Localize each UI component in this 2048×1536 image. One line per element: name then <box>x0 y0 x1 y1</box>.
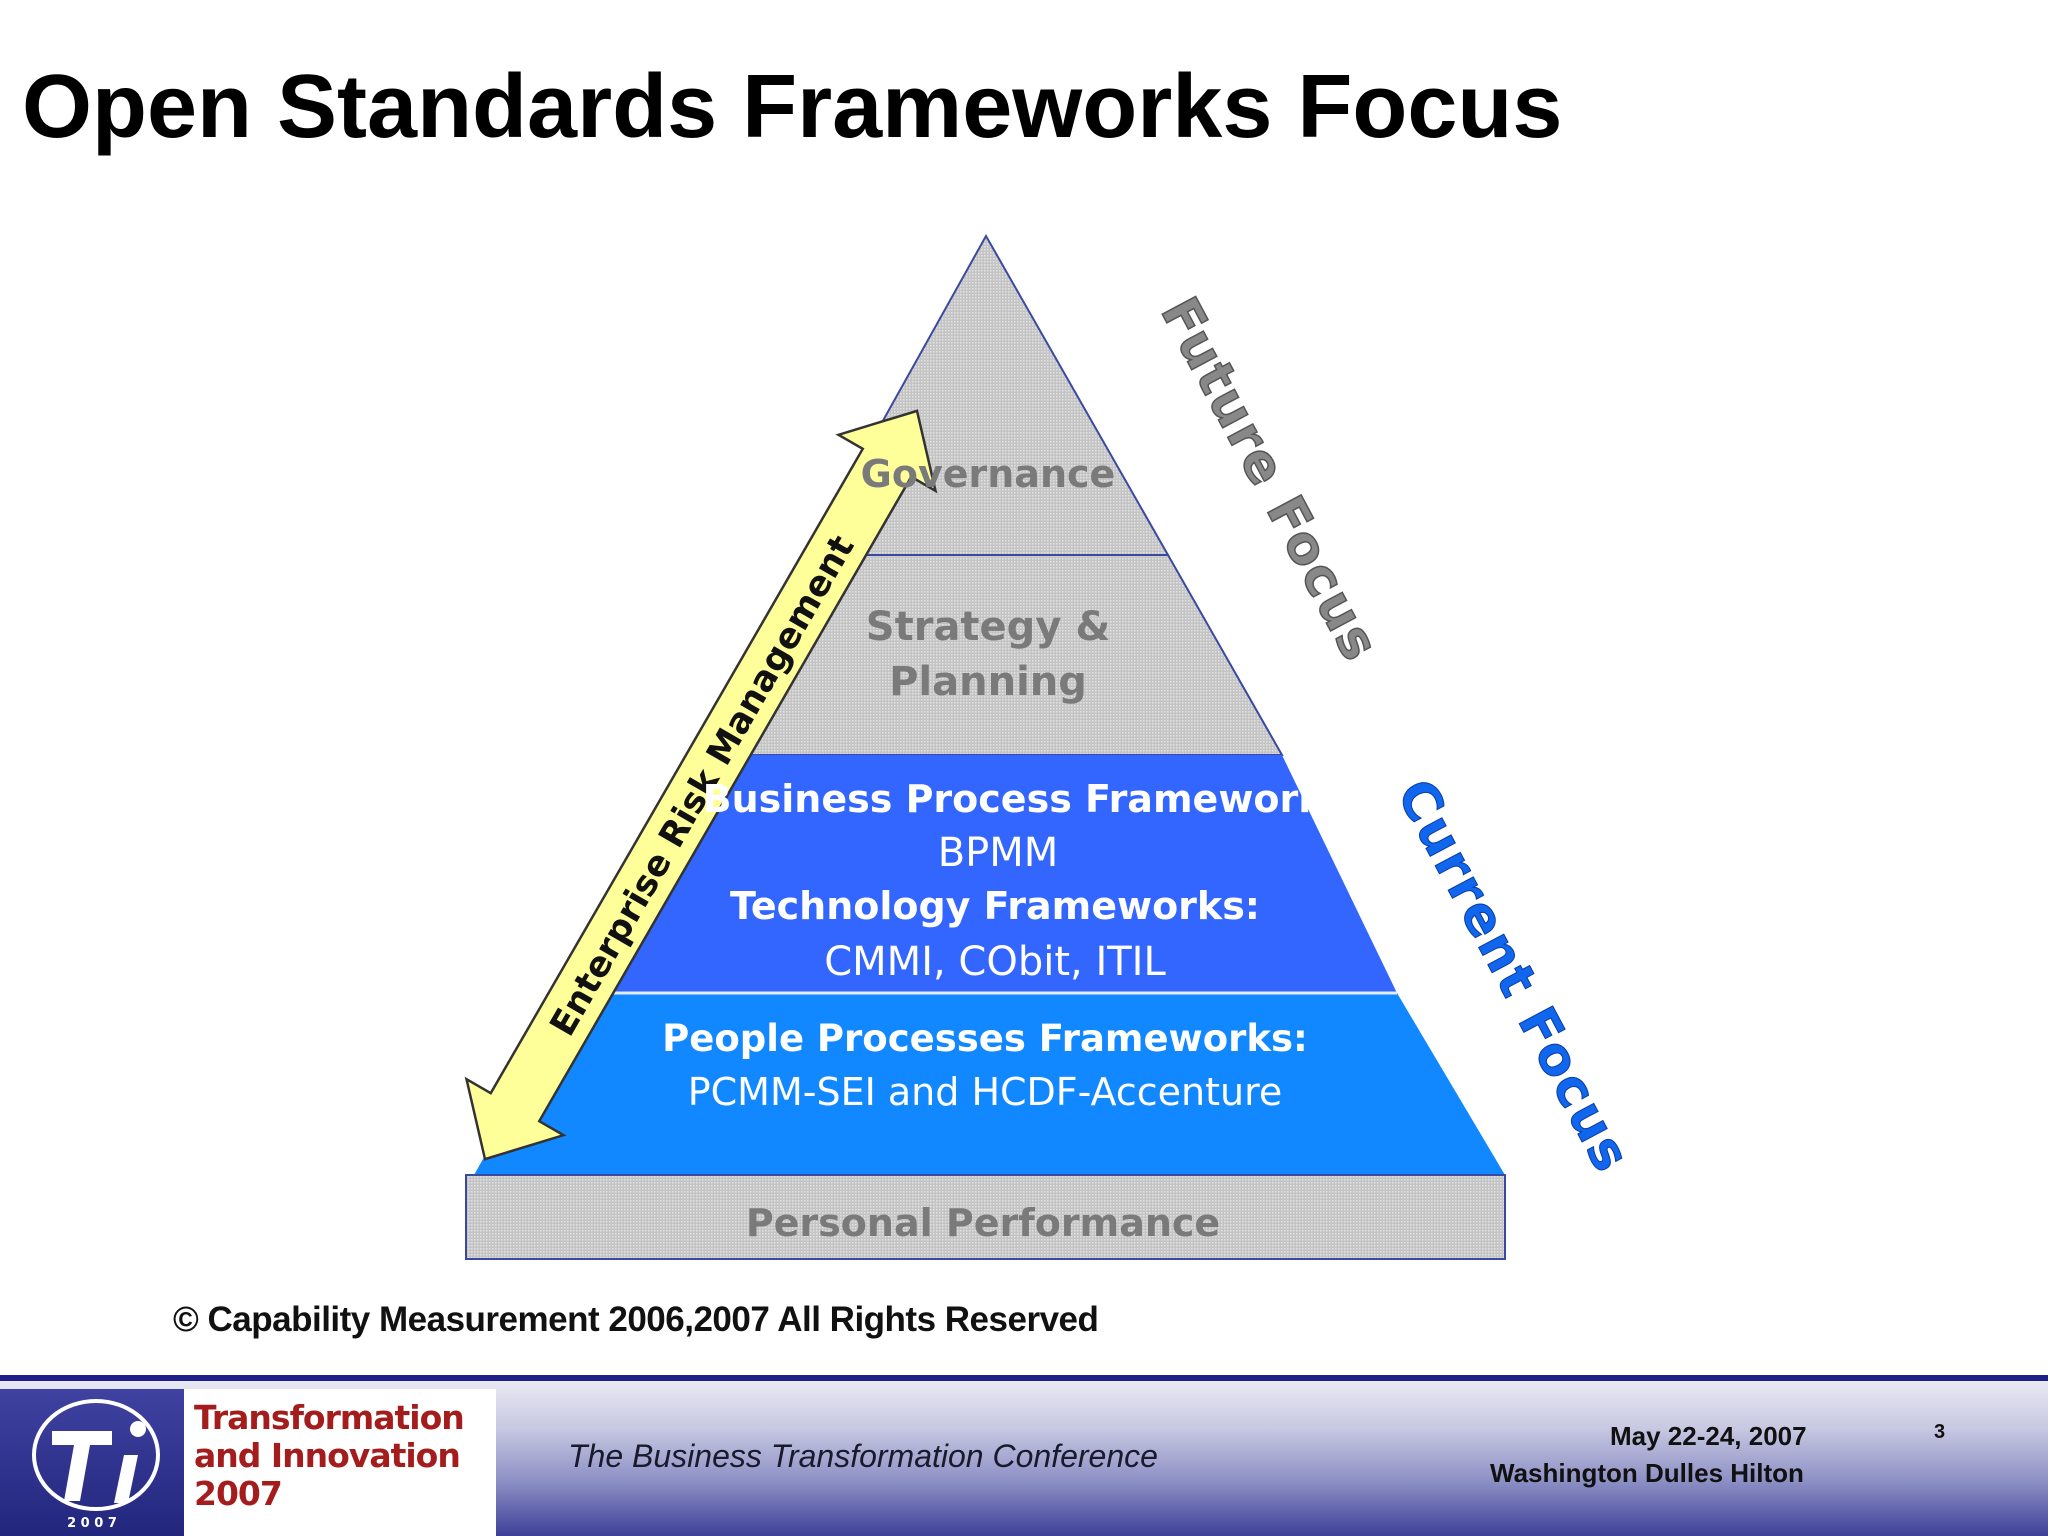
conference-dates: May 22-24, 2007 <box>1610 1421 1807 1451</box>
slide-title: Open Standards Frameworks Focus <box>22 57 1563 157</box>
conference-logo: 2 0 0 7 Transformation and Innovation 20… <box>0 1389 496 1536</box>
logo-digits: 2 0 0 7 <box>67 1516 117 1531</box>
ti-emblem-icon: 2 0 0 7 <box>32 1399 160 1531</box>
strategy-text-line1: Strategy & <box>866 604 1110 650</box>
people-heading: People Processes Frameworks: <box>662 1017 1308 1060</box>
page-number: 3 <box>1934 1421 1946 1443</box>
conference-name: The Business Transformation Conference <box>568 1438 1158 1474</box>
business-value: BPMM <box>938 830 1059 876</box>
business-technology-tier <box>577 755 1397 993</box>
footer: 2 0 0 7 Transformation and Innovation 20… <box>0 1375 2048 1536</box>
copyright-notice: © Capability Measurement 2006,2007 All R… <box>173 1300 1099 1339</box>
logo-line-1: Transformation <box>194 1398 465 1437</box>
ti-logo-mark: 2 0 0 7 <box>0 1389 184 1536</box>
personal-text: Personal Performance <box>746 1201 1220 1245</box>
people-tier <box>474 993 1505 1175</box>
technology-heading: Technology Frameworks: <box>730 884 1260 928</box>
governance-text: Governance <box>861 452 1116 496</box>
technology-value: CMMI, CObit, ITIL <box>824 939 1166 985</box>
strategy-text-line2: Planning <box>889 659 1087 705</box>
business-heading: Business Process Frameworks: <box>703 777 1362 821</box>
logo-line-2: and Innovation <box>194 1436 461 1475</box>
logo-text-box: Transformation and Innovation 2007 <box>184 1389 496 1536</box>
logo-line-3: 2007 <box>194 1474 283 1513</box>
personal-performance-tier <box>465 1174 1506 1260</box>
conference-venue: Washington Dulles Hilton <box>1490 1458 1804 1488</box>
people-value: PCMM-SEI and HCDF-Accenture <box>688 1070 1283 1114</box>
